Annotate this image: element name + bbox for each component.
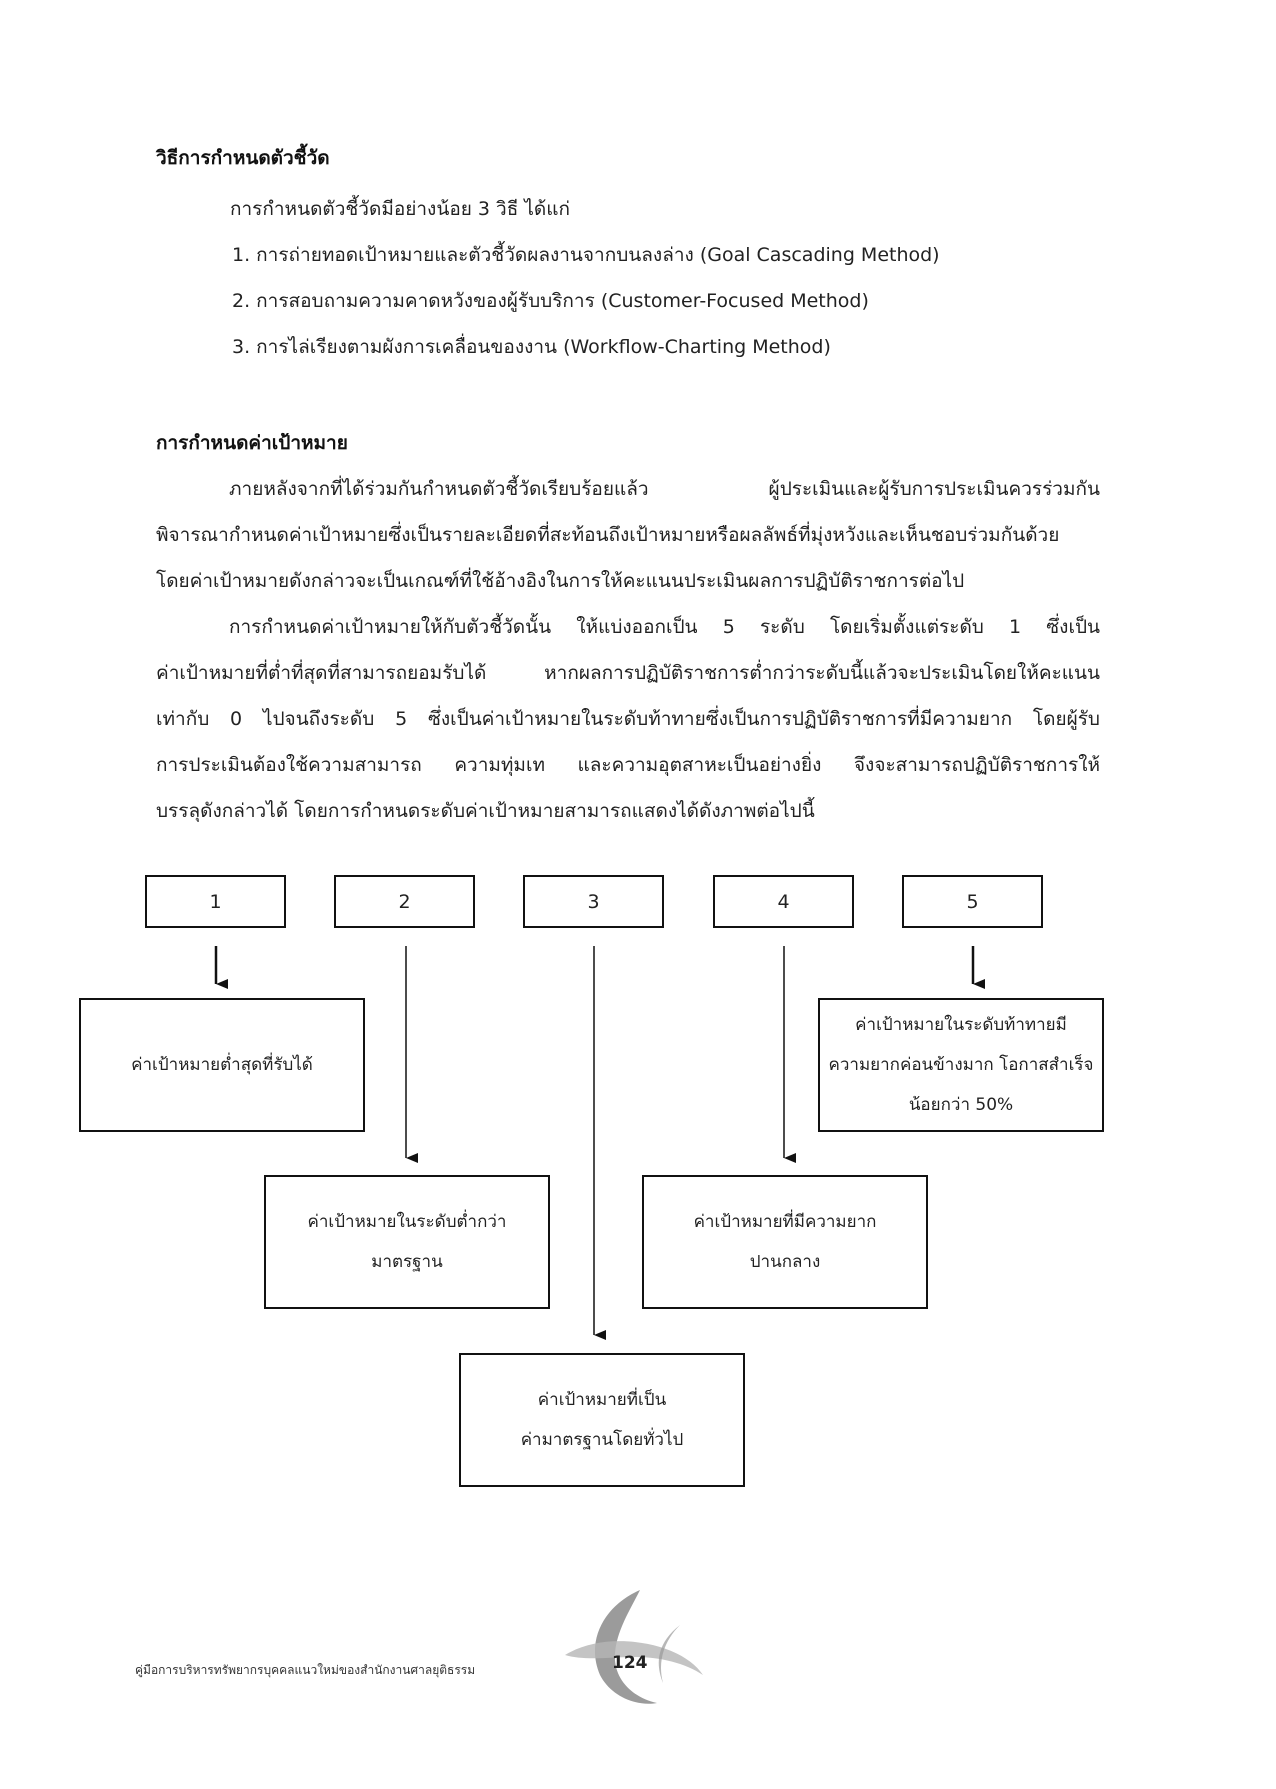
target-box-challenging: ค่าเป้าหมายในระดับท้าทายมี ความยากค่อนข้…: [818, 998, 1104, 1132]
paragraph-five-levels: การกำหนดค่าเป้าหมายให้กับตัวชี้วัดนั้น ใ…: [156, 604, 1100, 834]
section-heading-indicator-methods: วิธีการกำหนดตัวชี้วัด: [156, 147, 330, 169]
paragraph-line: การกำหนดค่าเป้าหมายให้กับตัวชี้วัดนั้น ใ…: [229, 616, 1100, 638]
footer-title: คู่มือการบริหารทรัพยากรบุคคลแนวใหม่ของสำ…: [135, 1663, 476, 1677]
target-box-text: ค่าเป้าหมายในระดับต่ำกว่า: [307, 1212, 507, 1232]
target-box-text: ปานกลาง: [749, 1252, 821, 1272]
target-box-moderate: ค่าเป้าหมายที่มีความยาก ปานกลาง: [642, 1175, 928, 1309]
methods-intro: การกำหนดตัวชี้วัดมีอย่างน้อย 3 วิธี ได้แ…: [230, 198, 570, 220]
target-box-minimum: ค่าเป้าหมายต่ำสุดที่รับได้: [79, 998, 365, 1132]
target-box-text: ค่ามาตรฐานโดยทั่วไป: [520, 1430, 684, 1450]
paragraph-target-agreement: ภายหลังจากที่ได้ร่วมกันกำหนดตัวชี้วัดเรี…: [156, 466, 1100, 604]
level-box-3: 3: [523, 875, 664, 928]
target-box-text: ค่าเป้าหมายที่เป็น: [537, 1390, 667, 1410]
paragraph-line: เท่ากับ 0 ไปจนถึงระดับ 5 ซึ่งเป็นค่าเป้า…: [156, 708, 1100, 730]
target-box-standard: ค่าเป้าหมายที่เป็น ค่ามาตรฐานโดยทั่วไป: [459, 1353, 745, 1487]
paragraph-line: ค่าเป้าหมายที่ต่ำที่สุดที่สามารถยอมรับได…: [156, 662, 1100, 684]
target-box-text: น้อยกว่า 50%: [908, 1095, 1014, 1115]
level-box-2: 2: [334, 875, 475, 928]
target-box-text: ค่าเป้าหมายในระดับท้าทายมี: [855, 1015, 1067, 1035]
target-box-text: ค่าเป้าหมายต่ำสุดที่รับได้: [131, 1055, 313, 1075]
target-box-below-standard: ค่าเป้าหมายในระดับต่ำกว่า มาตรฐาน: [264, 1175, 550, 1309]
level-box-1: 1: [145, 875, 286, 928]
target-box-text: ความยากค่อนข้างมาก โอกาสสำเร็จ: [828, 1055, 1094, 1075]
swirl-logo-icon: [565, 1590, 703, 1704]
paragraph-line: บรรลุดังกล่าวได้ โดยการกำหนดระดับค่าเป้า…: [156, 800, 815, 822]
paragraph-line: การประเมินต้องใช้ความสามารถ ความทุ่มเท แ…: [156, 754, 1100, 776]
method-item-3: 3. การไล่เรียงตามผังการเคลื่อนของงาน (Wo…: [232, 336, 831, 358]
level-box-4: 4: [713, 875, 854, 928]
paragraph-line: พิจารณากำหนดค่าเป้าหมายซึ่งเป็นรายละเอีย…: [156, 524, 1060, 546]
method-item-2: 2. การสอบถามความคาดหวังของผู้รับบริการ (…: [232, 290, 869, 312]
page-number: 124: [612, 1653, 648, 1673]
section-heading-target-values: การกำหนดค่าเป้าหมาย: [156, 432, 348, 454]
target-box-text: มาตรฐาน: [371, 1252, 443, 1272]
target-box-text: ค่าเป้าหมายที่มีความยาก: [693, 1212, 877, 1232]
paragraph-line: โดยค่าเป้าหมายดังกล่าวจะเป็นเกณฑ์ที่ใช้อ…: [156, 570, 965, 592]
paragraph-line: ภายหลังจากที่ได้ร่วมกันกำหนดตัวชี้วัดเรี…: [229, 478, 1100, 500]
level-box-5: 5: [902, 875, 1043, 928]
method-item-1: 1. การถ่ายทอดเป้าหมายและตัวชี้วัดผลงานจา…: [232, 244, 940, 266]
